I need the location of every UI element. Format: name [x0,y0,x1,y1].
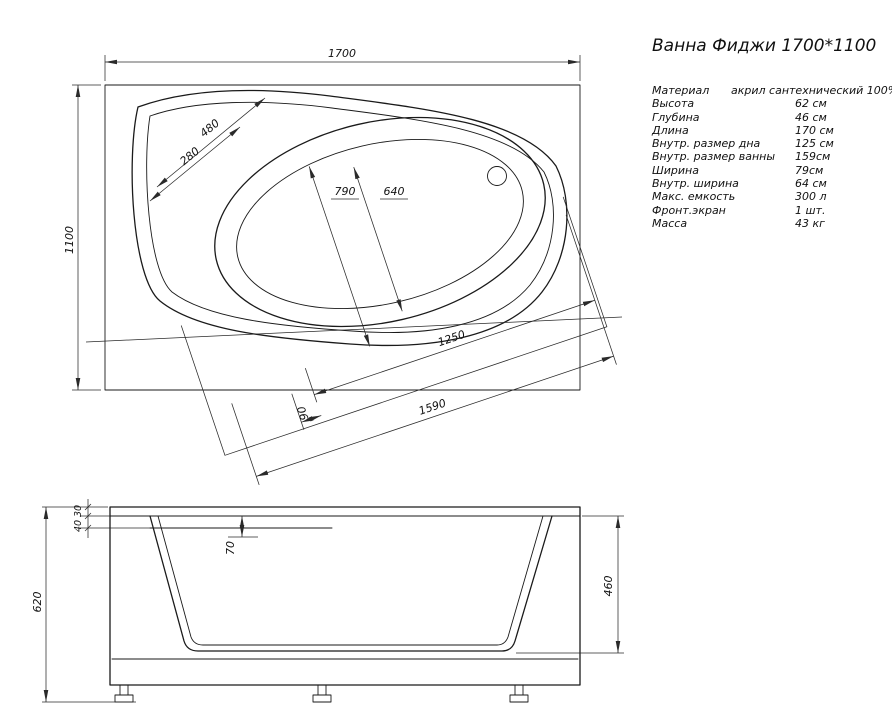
apron-outline [109,506,581,686]
tilted-frame-outline [180,196,608,456]
drain-circle [487,166,507,186]
spec-label: Макс. емкость [652,190,736,204]
foot-right [509,684,529,703]
dim-790-label: 790 [335,185,356,198]
dim-30-label: 30 [73,505,84,517]
tub-inner-rim [146,101,554,333]
dim-inner-width-labels: 790 640 [331,185,408,200]
spec-row-bottom-size: Внутр. размер дна 125 см [652,137,890,150]
dim-1250-label: 1250 [436,328,467,349]
dim-overall-height: 620 [31,507,136,703]
tub-outer-rim [131,89,568,347]
spec-row-material: Материал акрил сантехнический 100% [652,84,892,97]
dim-640-line [353,167,403,312]
spec-row-inner-size: Внутр. размер ванны 159см [652,150,890,163]
spec-row-depth: Глубина 46 см [652,111,890,124]
dim-1590-line [256,355,614,477]
spec-row-mass: Масса 43 кг [652,217,890,230]
spec-row-front-panel: Фронт.экран 1 шт. [652,204,890,217]
spec-label: Материал [652,84,710,97]
spec-value: 300 л [795,190,827,204]
basin-rim-ellipse [214,116,546,328]
dim-1100-label: 1100 [63,226,76,254]
foot-center [312,684,332,703]
basin-bottom-ellipse [236,138,524,310]
spec-value: 125 см [795,137,834,151]
spec-value: 170 см [795,123,834,137]
plan-boundary-rect [104,84,581,391]
foot-left [114,684,134,703]
spec-value: 64 см [795,177,827,191]
spec-label: Ширина [652,163,699,177]
spec-row-capacity: Макс. емкость 300 л [652,190,890,203]
spec-label: Глубина [652,110,700,124]
section-line [85,316,623,343]
spec-value: 62 см [795,97,827,111]
dim-1250-line [314,299,595,395]
dim-620-label: 620 [31,592,44,613]
spec-label: Фронт.экран [652,203,726,217]
spec-row-width: Ширина 79см [652,164,890,177]
bowl-inner-profile [157,515,544,646]
dim-overflow-drop: 70 [224,516,258,555]
extension-line [565,214,617,365]
dim-overall-width: 1100 [63,84,101,391]
spec-label: Внутр. ширина [652,177,739,191]
spec-value: акрил сантехнический 100% [731,84,892,97]
dim-90-label: 90 [295,404,312,421]
side-view: 70 30 40 620 [31,499,624,703]
tilted-dimension-frame: 1250 90 1590 [180,166,617,486]
spec-row-inner-width: Внутр. ширина 64 см [652,177,890,190]
dim-280-label: 280 [178,145,202,168]
spec-value: 43 кг [795,216,825,230]
spec-label: Масса [652,216,688,230]
dim-overall-length: 1700 [104,47,581,81]
spec-row-length: Длина 170 см [652,124,890,137]
spec-label: Внутр. размер дна [652,137,761,151]
spec-value: 159см [795,150,831,164]
dim-body-height: 460 [516,515,624,654]
dim-640-label: 640 [384,185,405,198]
dim-headrest: 480 280 [149,97,266,202]
spec-label: Внутр. размер ванны [652,150,776,164]
spec-value: 1 шт. [795,203,826,217]
dim-460-label: 460 [602,576,615,597]
spec-row-height: Высота 62 см [652,97,890,110]
drawing-title: Ванна Фиджи 1700*1100 [652,36,877,56]
bowl-outer-profile [149,515,553,652]
dim-1590-label: 1590 [417,396,448,417]
dim-70-label: 70 [224,541,237,555]
extension-line [231,403,260,486]
extension-line [304,367,318,403]
dim-1700-label: 1700 [328,47,356,60]
spec-value: 46 см [795,110,827,124]
dim-rim-detail: 30 40 [42,499,150,538]
spec-value: 79см [795,163,824,177]
spec-table: Материал акрил сантехнический 100% Высот… [652,84,892,230]
spec-label: Длина [652,123,689,137]
top-view: 1700 1100 480 280 790 640 [63,47,623,486]
dim-40-label: 40 [73,520,84,532]
spec-label: Высота [652,97,695,111]
